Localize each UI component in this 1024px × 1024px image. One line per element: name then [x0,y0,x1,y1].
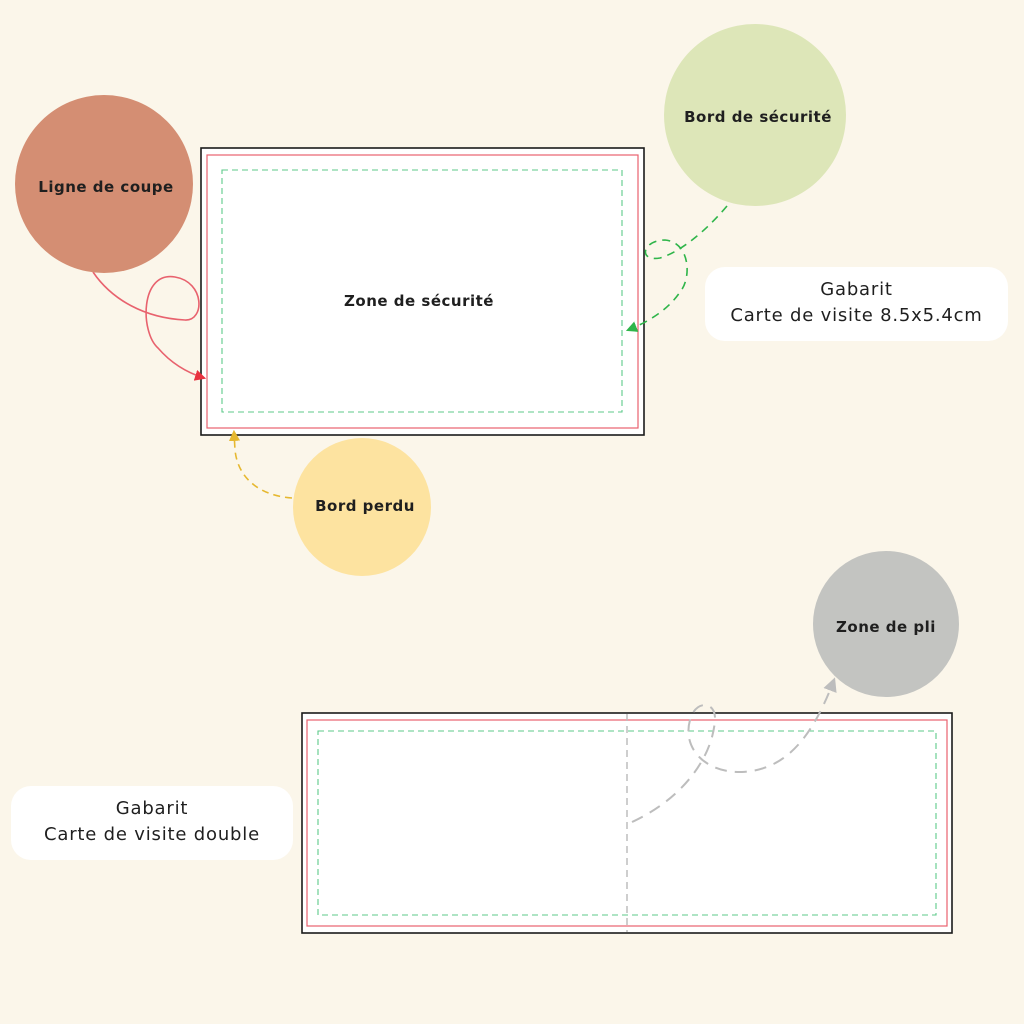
cut-line-arrow [92,271,207,381]
bubble-cut-line-circle [15,95,193,273]
bleed-arrow [228,429,293,499]
single-card-title-line1: Gabarit [820,279,893,300]
safety-zone-label: Zone de sécurité [344,292,494,310]
double-safety-border [317,730,937,916]
fold-zone-arrow [631,677,837,823]
bubble-fold-zone: Zone de pli [813,551,959,697]
bubble-bleed-circle [293,438,431,576]
cut-line [206,154,639,429]
bubble-safety-border-circle [664,24,846,206]
bubble-safety-border-label: Bord de sécurité [684,108,832,126]
single-card-template: Zone de sécurité [200,147,645,436]
double-card-title-line2: Carte de visite double [44,824,260,845]
bubble-bleed: Bord perdu [293,438,431,576]
bubble-fold-zone-label: Zone de pli [836,618,936,636]
double-card-template [301,712,953,934]
bubble-bleed-label: Bord perdu [315,497,415,515]
bubble-safety-border: Bord de sécurité [664,24,846,206]
bubble-cut-line: Ligne de coupe [15,95,193,273]
safety-border-arrow [625,205,728,332]
double-card-title-line1: Gabarit [115,798,189,819]
safety-border [221,169,623,413]
single-card-title-box: Gabarit Carte de visite 8.5x5.4cm [705,267,1008,341]
double-card-title-box: Gabarit Carte de visite double [11,786,293,860]
bubble-fold-zone-circle [813,551,959,697]
bubble-cut-line-label: Ligne de coupe [38,178,173,196]
bleed-outer-border [200,147,645,436]
single-card-title-line2: Carte de visite 8.5x5.4cm [730,305,983,326]
